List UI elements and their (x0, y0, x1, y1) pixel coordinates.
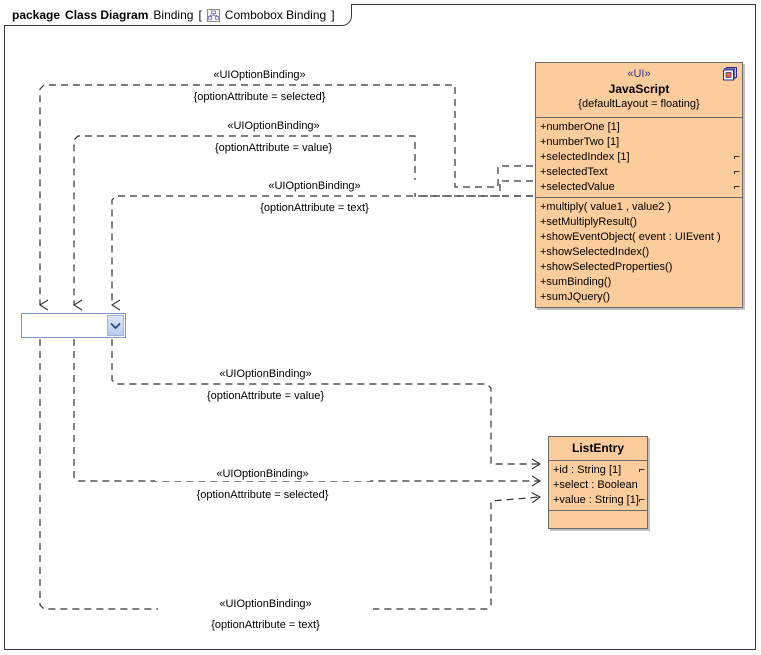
attribute-label: +selectedText (540, 166, 608, 178)
operation-row[interactable]: +showSelectedProperties() (540, 261, 673, 273)
edge-label-bind-bot-3: «UIOptionBinding» (158, 598, 373, 611)
edge-constraint-bind-top-3: {optionAttribute = text} (207, 202, 422, 215)
attribute-label: +selectedIndex [1] (540, 151, 630, 163)
class-diagram-icon (206, 9, 220, 22)
frame-diagram-name: Combobox Binding (224, 7, 327, 22)
package-frame-border (4, 4, 756, 650)
attribute-row[interactable]: +selectedValue ⌐ (536, 180, 742, 195)
attribute-overflow-marker: ⌐ (638, 494, 645, 506)
edge-constraint: {optionAttribute = text} (211, 619, 320, 631)
class-javascript-constraint: {defaultLayout = floating} (578, 98, 700, 110)
class-listentry-attributes: +id : String [1] ⌐ +select : Boolean +va… (549, 461, 647, 511)
class-listentry-operations (549, 511, 647, 528)
operation-row[interactable]: +multiply( value1 , value2 ) (540, 201, 672, 213)
attribute-row[interactable]: +selectedIndex [1] ⌐ (536, 150, 742, 165)
class-listentry-name: ListEntry (571, 441, 624, 455)
attribute-row[interactable]: +id : String [1] ⌐ (549, 463, 647, 478)
edge-stereotype: «UIOptionBinding» (227, 120, 320, 132)
attribute-label: +numberTwo [1] (540, 136, 620, 148)
edge-constraint-bind-bot-2: {optionAttribute = selected} (155, 489, 370, 502)
edge-label-bind-bot-1: «UIOptionBinding» (158, 368, 373, 381)
edge-constraint-bind-bot-1: {optionAttribute = value} (158, 390, 373, 403)
package-frame-header: package Class Diagram Binding [ Combobox… (4, 4, 352, 26)
edge-stereotype: «UIOptionBinding» (216, 468, 309, 480)
combobox-widget[interactable] (21, 313, 126, 338)
attribute-label: +selectedValue (540, 181, 615, 193)
attribute-label: +numberOne [1] (540, 121, 620, 133)
frame-package-name: Binding (153, 7, 194, 22)
edge-label-bind-top-3: «UIOptionBinding» (207, 180, 422, 193)
attribute-label: +id : String [1] (553, 464, 622, 476)
attribute-overflow-marker: ⌐ (733, 166, 740, 178)
edge-stereotype: «UIOptionBinding» (219, 598, 312, 610)
edge-constraint-bind-top-1: {optionAttribute = selected} (152, 91, 367, 104)
combobox-dropdown-button[interactable] (107, 315, 124, 336)
attribute-row[interactable]: +value : String [1] ⌐ (549, 493, 647, 508)
attribute-overflow-marker: ⌐ (638, 464, 645, 476)
attribute-row[interactable]: +numberOne [1] (536, 120, 742, 135)
class-listentry[interactable]: ListEntry +id : String [1] ⌐ +select : B… (548, 436, 648, 529)
attribute-overflow-marker: ⌐ (733, 151, 740, 163)
chevron-down-icon (110, 322, 121, 329)
frame-open-bracket: [ (198, 7, 202, 22)
operation-row[interactable]: +sumBinding() (540, 276, 612, 288)
class-javascript-operations: +multiply( value1 , value2 ) +setMultipl… (536, 198, 742, 307)
class-javascript-name: JavaScript (608, 82, 670, 96)
class-javascript-stereotype: «UI» (627, 68, 651, 80)
operation-row[interactable]: +showSelectedIndex() (540, 246, 650, 258)
edge-constraint: {optionAttribute = selected} (196, 489, 329, 501)
multi-instance-icon (723, 67, 738, 81)
attribute-label: +value : String [1] (553, 494, 639, 506)
operation-row[interactable]: +showEventObject( event : UIEvent ) (540, 231, 721, 243)
edge-stereotype: «UIOptionBinding» (219, 368, 312, 380)
frame-close-bracket: ] (331, 7, 335, 22)
edge-constraint: {optionAttribute = text} (260, 202, 369, 214)
edge-constraint: {optionAttribute = selected} (193, 91, 326, 103)
edge-constraint-bind-bot-3: {optionAttribute = text} (158, 619, 373, 632)
edge-stereotype: «UIOptionBinding» (268, 180, 361, 192)
frame-diagram-type: Class Diagram (65, 7, 149, 22)
attribute-row[interactable]: +numberTwo [1] (536, 135, 742, 150)
attribute-row[interactable]: +selectedText ⌐ (536, 165, 742, 180)
operation-row[interactable]: +sumJQuery() (540, 291, 610, 303)
edge-constraint-bind-top-2: {optionAttribute = value} (166, 142, 381, 155)
attribute-label: +select : Boolean (553, 479, 638, 491)
class-javascript-header: «UI» JavaScript {defaultLayout = floatin… (536, 63, 742, 118)
edge-stereotype: «UIOptionBinding» (213, 69, 306, 81)
class-javascript[interactable]: «UI» JavaScript {defaultLayout = floatin… (535, 62, 743, 308)
edge-label-bind-top-1: «UIOptionBinding» (152, 69, 367, 82)
edge-constraint: {optionAttribute = value} (206, 390, 325, 402)
class-javascript-attributes: +numberOne [1] +numberTwo [1] +selectedI… (536, 118, 742, 198)
edge-label-bind-bot-2: «UIOptionBinding» (155, 468, 370, 481)
operation-row[interactable]: +setMultiplyResult() (540, 216, 637, 228)
attribute-overflow-marker: ⌐ (733, 181, 740, 193)
edge-label-bind-top-2: «UIOptionBinding» (166, 120, 381, 133)
attribute-row[interactable]: +select : Boolean (549, 478, 647, 493)
frame-keyword: package (12, 7, 61, 22)
class-listentry-header: ListEntry (549, 437, 647, 461)
edge-constraint: {optionAttribute = value} (214, 142, 333, 154)
